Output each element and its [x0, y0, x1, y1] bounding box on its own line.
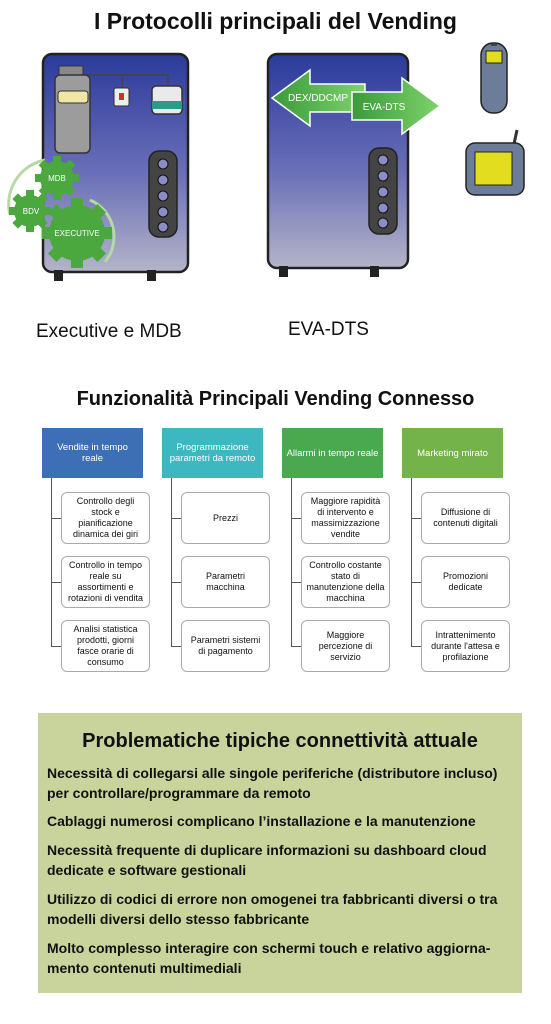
connector-branch	[51, 646, 61, 647]
feature-item: Analisi statistica prodotti, giorni fasc…	[61, 620, 150, 672]
feature-item: Maggiore rapidità di intervento e massim…	[301, 492, 390, 544]
arrow-right-label: EVA-DTS	[363, 102, 406, 113]
gear-bdv-label: BDV	[23, 207, 40, 216]
arrow-left-label: DEX/DDCMP	[288, 93, 348, 104]
connector-branch	[171, 646, 181, 647]
column-header: Programmazione parametri da remoto	[162, 428, 263, 478]
right-machine-caption: EVA-DTS	[288, 319, 369, 340]
feature-item: Controllo costante stato di manutenzione…	[301, 556, 390, 608]
problem-line: Necessità frequente di duplicare informa…	[47, 842, 487, 858]
column-header: Allarmi in tempo reale	[282, 428, 383, 478]
left-machine-caption: Executive e MDB	[36, 321, 182, 342]
connector-branch	[291, 582, 301, 583]
problem-line: Cablaggi numerosi complicano l’installaz…	[47, 813, 476, 829]
connector-branch	[411, 518, 421, 519]
connector-branch	[51, 582, 61, 583]
connector-line	[411, 478, 412, 646]
problem-line: mento contenuti multimediali	[47, 960, 242, 976]
feature-item: Maggiore percezione di servizio	[301, 620, 390, 672]
feature-item: Prezzi	[181, 492, 270, 544]
gear-executive-icon	[42, 198, 112, 268]
problem-line: per controllare/programmare da remoto	[47, 785, 311, 801]
column-header: Marketing mirato	[402, 428, 503, 478]
main-title: I Protocolli principali del Vending	[94, 8, 457, 34]
problem-line: Utilizzo di codici di errore non omogene…	[47, 891, 498, 907]
feature-item: Promozioni dedicate	[421, 556, 510, 608]
problem-line: modelli diversi dello stesso fabbricante	[47, 911, 310, 927]
gear-executive-label: EXECUTIVE	[54, 229, 99, 238]
connector-branch	[51, 518, 61, 519]
protocols-illustration: MDB BDV EXECUTIVE DEX/DDCMP EVA-DTS	[7, 42, 525, 281]
problem-line: Necessità di collegarsi alle singole per…	[47, 765, 498, 781]
connector-line	[171, 478, 172, 646]
column-header: Vendite in tempo reale	[42, 428, 143, 478]
section-title: Funzionalità Principali Vending Connesso	[76, 388, 475, 410]
feature-item: Intrattenimento durante l'attesa e profi…	[421, 620, 510, 672]
feature-item: Parametri sistemi di pagamento	[181, 620, 270, 672]
handheld-terminal-icon	[480, 42, 508, 114]
problem-line: dedicate e software gestionali	[47, 862, 247, 878]
connector-branch	[411, 646, 421, 647]
problem-line: Molto complesso interagire con schermi t…	[47, 940, 491, 956]
feature-item: Controllo degli stock e pianificazione d…	[61, 492, 150, 544]
connector-branch	[291, 646, 301, 647]
connector-line	[291, 478, 292, 646]
connector-branch	[171, 518, 181, 519]
connector-branch	[411, 582, 421, 583]
payment-terminal-icon	[465, 129, 525, 196]
problems-title: Problematiche tipiche connettività attua…	[82, 730, 478, 752]
gear-mdb-label: MDB	[48, 174, 66, 183]
feature-item: Diffusione di contenuti digitali	[421, 492, 510, 544]
feature-item: Controllo in tempo reale su assortimenti…	[61, 556, 150, 608]
connector-branch	[291, 518, 301, 519]
connector-line	[51, 478, 52, 646]
arrow-right-icon	[351, 76, 442, 136]
problems-panel	[38, 713, 522, 993]
connector-branch	[171, 582, 181, 583]
feature-item: Parametri macchina	[181, 556, 270, 608]
